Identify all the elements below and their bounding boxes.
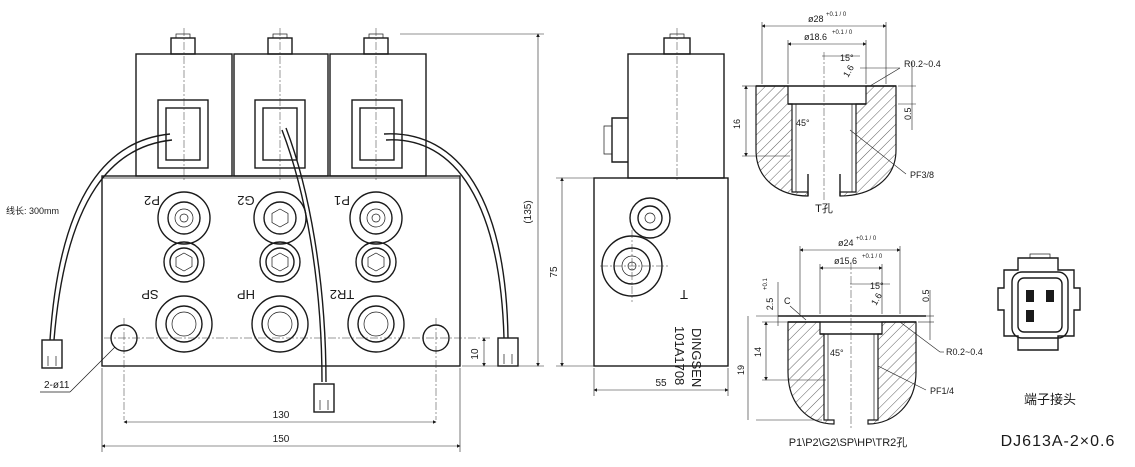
p-radius: R0.2~0.4 (946, 347, 983, 357)
wire-middle (281, 129, 323, 383)
p-depth-small: 0.5 (921, 289, 931, 302)
label-p1: P1 (334, 193, 350, 208)
wire-right (383, 133, 509, 339)
p-dim-outer: ø24 (838, 238, 854, 248)
t-angle-chamfer: 45° (796, 118, 810, 128)
dim-side-width: 55 (655, 378, 667, 389)
dim-width-total: 150 (273, 434, 290, 445)
t-roughness: 1.6 (841, 63, 856, 79)
t-depth-small: 0.5 (903, 107, 913, 120)
dim-height-total: (135) (523, 200, 534, 223)
svg-text:+0.1 / 0: +0.1 / 0 (862, 254, 883, 260)
side-view: T 101A1708 DINGSEN 75 55 (549, 28, 729, 396)
front-view: P2 G2 P1 SP HP TR2 线长: 300mm 2-ø11 150 1… (6, 28, 544, 452)
connector-model: DJ613A-2×0.6 (1001, 433, 1116, 450)
port-row-bottom (155, 295, 405, 353)
label-sp: SP (141, 287, 158, 302)
wire-length-note: 线长: 300mm (6, 205, 59, 216)
label-tr2: TR2 (330, 287, 355, 302)
wire-connector-right (497, 337, 519, 367)
hole-callout: 2-ø11 (44, 380, 70, 391)
connector-caption: 端子接头 (1024, 392, 1076, 407)
label-g2: G2 (237, 193, 254, 208)
t-angle-top: 15° (840, 53, 854, 63)
side-label-t: T (680, 287, 688, 302)
p-depth-total: 19 (736, 365, 746, 375)
p-angle-chamfer: 45° (830, 348, 844, 358)
svg-text:+0.1 / 0: +0.1 / 0 (856, 236, 877, 242)
svg-text:+0.1 / 0: +0.1 / 0 (832, 30, 853, 36)
marking-brand: DINGSEN (689, 328, 704, 387)
dim-side-height: 75 (549, 266, 560, 278)
p-depth: 14 (753, 347, 763, 357)
svg-text:+0.1: +0.1 (763, 277, 769, 290)
p-caption: P1\P2\G2\SP\HP\TR2孔 (789, 436, 908, 449)
p-dim-inner: ø15.6 (834, 256, 857, 266)
solenoid-coil-right (329, 33, 427, 177)
label-p2: P2 (144, 193, 160, 208)
wire-left (49, 133, 171, 341)
p-thread: PF1/4 (930, 386, 954, 396)
t-thread: PF3/8 (910, 170, 934, 180)
section-t-hole: ø28 +0.1 / 0 ø18.6 +0.1 / 0 15° 1.6 R0.2… (732, 12, 941, 215)
p-chamfer: C (784, 296, 791, 306)
p-depth-top: 2.5 (765, 298, 775, 311)
wire-connector-left (41, 339, 63, 369)
section-p-hole: ø24 +0.1 / 0 ø15.6 +0.1 / 0 15° 1.6 C 45… (736, 236, 983, 449)
svg-text:+0.1 / 0: +0.1 / 0 (826, 12, 847, 18)
side-body (593, 177, 729, 367)
dim-width-holes: 130 (273, 410, 290, 421)
wire-connector-middle (313, 383, 335, 413)
t-caption: T孔 (815, 202, 833, 215)
marking-model: 101A1708 (672, 326, 687, 385)
t-depth: 16 (732, 119, 742, 129)
connector-detail: 端子接头 DJ613A-2×0.6 (997, 253, 1116, 450)
t-radius: R0.2~0.4 (904, 59, 941, 69)
side-coil (627, 53, 725, 179)
p-angle-top: 15° (870, 281, 884, 291)
t-dim-inner: ø18.6 (804, 32, 827, 42)
dim-bottom: 10 (470, 348, 481, 360)
port-row-top (157, 191, 403, 245)
plug-row-middle (163, 241, 397, 283)
label-hp: HP (237, 287, 255, 302)
solenoid-coil-middle (233, 33, 329, 177)
t-dim-outer: ø28 (808, 14, 824, 24)
